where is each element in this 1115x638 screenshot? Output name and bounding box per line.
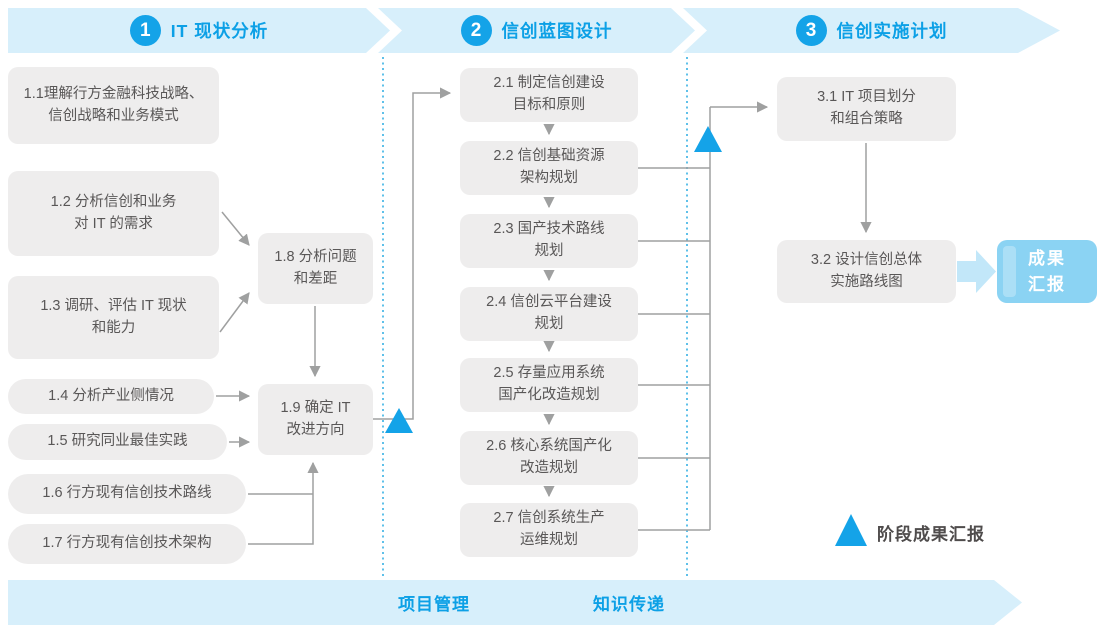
phase-3-title: 信创实施计划 [836,21,948,41]
legend-label: 阶段成果汇报 [877,524,985,544]
milestone-triangle-phase1 [385,408,413,433]
legend-triangle-icon [835,514,867,546]
phase-2-title: 信创蓝图设计 [501,21,613,41]
task-box-2-3: 2.3 国产技术路线 规划 [460,214,638,268]
task-box-1-6: 1.6 行方现有信创技术路线 [8,474,246,514]
phase-1-number-badge: 1 [130,15,161,46]
task-box-2-6: 2.6 核心系统国产化 改造规划 [460,431,638,485]
connector-1-9-to-2-1 [373,87,452,420]
phase-3-number-badge: 3 [796,15,827,46]
task-box-3-1: 3.1 IT 项目划分 和组合策略 [777,77,956,141]
phase-2-header: 2 信创蓝图设计 [378,8,695,53]
task-box-1-5: 1.5 研究同业最佳实践 [8,424,227,460]
task-box-2-2: 2.2 信创基础资源 架构规划 [460,141,638,195]
phase-2-number-badge: 2 [461,15,492,46]
task-box-3-2: 3.2 设计信创总体 实施路线图 [777,240,956,303]
thick-arrow-to-result [957,250,996,293]
bottom-stream-band [8,580,1022,625]
connector-1-2-to-1-8 [221,211,250,246]
task-box-1-8: 1.8 分析问题 和差距 [258,233,373,304]
connector-1-7-to-1-9 [248,461,319,545]
task-box-2-5: 2.5 存量应用系统 国产化改造规划 [460,358,638,412]
task-box-2-7: 2.7 信创系统生产 运维规划 [460,503,638,557]
task-box-1-1: 1.1理解行方金融科技战略、 信创战略和业务模式 [8,67,219,144]
task-box-1-7: 1.7 行方现有信创技术架构 [8,524,246,564]
connector-1-3-to-1-8 [219,292,250,333]
phase-3-header: 3 信创实施计划 [683,8,1060,53]
task-box-1-3: 1.3 调研、评估 IT 现状 和能力 [8,276,219,359]
task-box-2-1: 2.1 制定信创建设 目标和原则 [460,68,638,122]
task-box-1-4: 1.4 分析产业侧情况 [8,379,214,414]
phase-1-title: IT 现状分析 [170,21,269,41]
phase-1-header: 1 IT 现状分析 [8,8,390,53]
result-report-box: 成果 汇报 [997,240,1097,303]
bottom-label-project-management: 项目管理 [398,595,470,614]
task-box-1-9: 1.9 确定 IT 改进方向 [258,384,373,455]
bottom-label-knowledge-transfer: 知识传递 [593,595,665,614]
milestone-triangle-phase2 [694,126,722,152]
task-box-2-4: 2.4 信创云平台建设 规划 [460,287,638,341]
task-box-1-2: 1.2 分析信创和业务 对 IT 的需求 [8,171,219,256]
